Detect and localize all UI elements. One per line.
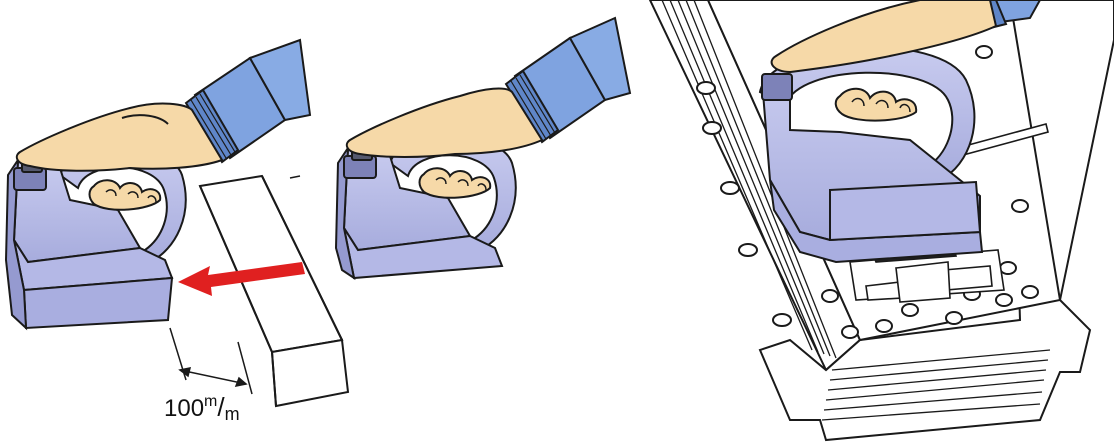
panel-sheet-stack — [650, 0, 1114, 440]
dimension-separator: / — [217, 392, 224, 422]
panel-magnet-held — [336, 18, 630, 278]
dimension-label: 100m/m — [164, 392, 240, 423]
panel-magnet-approach — [0, 0, 348, 406]
dimension-unit-top: m — [204, 393, 217, 410]
dimension-number: 100 — [164, 395, 204, 422]
dimension-unit-bottom: m — [225, 404, 240, 424]
lifting-magnet-icon — [6, 149, 186, 328]
steel-bar-icon — [200, 176, 348, 406]
lifting-magnet-icon — [336, 137, 516, 278]
dimension-lines — [170, 328, 252, 394]
